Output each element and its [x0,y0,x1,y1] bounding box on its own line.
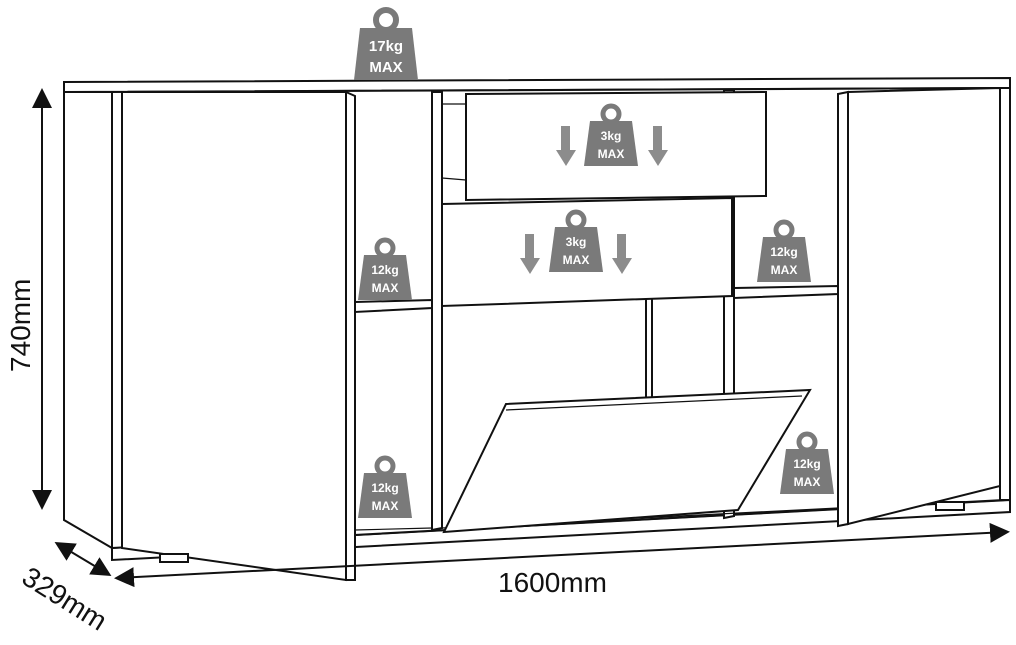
down-arrow-icon [556,126,576,166]
weight-icon-drawer-middle: 3kg MAX [549,209,603,272]
weight-icon-shelf-right-lower: 12kg MAX [780,431,834,494]
depth-label: 329mm [17,561,113,637]
flap-door-edge [505,395,803,411]
height-label: 740mm [5,279,36,372]
right-door [837,86,1001,528]
weight-drawer-top-value: 3kg [601,129,622,143]
weight-top-value: 17kg [369,38,403,55]
weight-ring-icon [373,7,399,33]
weight-icon-drawer-top: 3kg MAX [584,103,638,166]
weight-body-icon [354,28,418,80]
right-door-edge [837,90,849,528]
right-side-panel [999,87,1011,501]
down-arrow-icon [612,234,632,274]
weight-shelf-right-lower-value: 12kg [793,457,820,471]
weight-drawer-middle-value: 3kg [566,235,587,249]
weight-shelf-left-upper-unit: MAX [372,281,399,295]
weight-shelf-right-lower-unit: MAX [794,475,821,489]
weight-shelf-right-upper-value: 12kg [770,245,797,259]
flap-door [442,388,812,534]
depth-dimension-line [54,541,112,577]
weight-drawer-top-unit: MAX [598,147,625,161]
weight-shelf-left-lower-unit: MAX [372,499,399,513]
weight-body-icon [780,449,834,494]
left-door-panel [121,91,347,582]
dimension-lines [32,88,1010,588]
weight-shelf-right-upper-unit: MAX [771,263,798,277]
center-divider [645,297,653,401]
drawer-rail [441,177,467,181]
width-label: 1600mm [498,567,607,598]
weight-body-icon [584,121,638,166]
width-dimension-line [114,522,1010,588]
weight-icon-shelf-right-upper: 12kg MAX [757,219,811,282]
weight-icon-shelf-left-upper: 12kg MAX [358,237,412,300]
right-door-panel [847,86,1001,526]
foot-right [935,501,965,511]
weight-body-icon [549,227,603,272]
weight-shelf-left-upper-value: 12kg [371,263,398,277]
weight-icon-shelf-left-lower: 12kg MAX [358,455,412,518]
weight-top-unit: MAX [369,59,402,76]
left-door [112,90,356,582]
weight-icon-top: 17kg MAX [354,7,418,80]
foot-left [159,553,189,563]
left-door-edge [345,90,356,581]
down-arrow-icon [520,234,540,274]
flap-door-panel [442,388,812,534]
weight-drawer-middle-unit: MAX [563,253,590,267]
left-divider [431,91,443,532]
weight-body-icon [757,237,811,282]
weight-body-icon [358,255,412,300]
weight-shelf-left-lower-value: 12kg [371,481,398,495]
left-side-panel [63,91,113,550]
down-arrow-icon [648,126,668,166]
weight-body-icon [358,473,412,518]
